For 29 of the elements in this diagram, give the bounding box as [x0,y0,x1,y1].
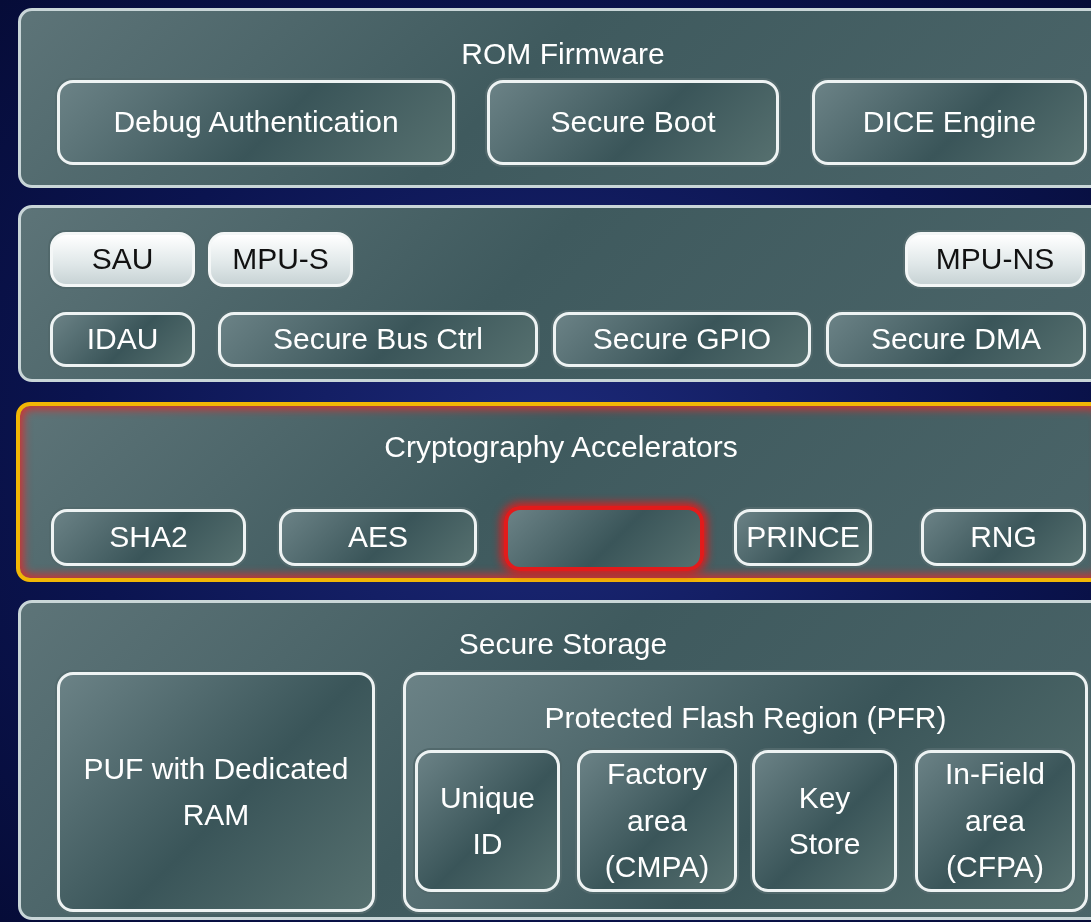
group-box [403,672,1088,912]
module-box: Factory area (CMPA) [577,750,737,892]
module-box: MPU-S [208,232,353,287]
section-panel [18,205,1091,382]
section-panel [18,600,1091,920]
module-box: In-Field area (CFPA) [915,750,1075,892]
module-box: Secure Bus Ctrl [218,312,538,367]
module-box [504,506,704,571]
section-heading: ROM Firmware [460,36,666,72]
module-box: Key Store [752,750,897,892]
section-panel [18,8,1091,188]
module-box: Secure GPIO [553,312,811,367]
section-heading: Cryptography Accelerators [383,429,739,465]
section-heading: Protected Flash Region (PFR) [543,700,948,736]
module-box: Secure Boot [487,80,779,165]
module-box: RNG [921,509,1086,566]
module-box: Secure DMA [826,312,1086,367]
module-box: SHA2 [51,509,246,566]
module-box: AES [279,509,477,566]
section-heading: Secure Storage [457,626,669,662]
module-box: Unique ID [415,750,560,892]
module-box: DICE Engine [812,80,1087,165]
module-box: IDAU [50,312,195,367]
module-box: MPU-NS [905,232,1085,287]
section-panel [16,402,1091,582]
module-box: PUF with Dedicated RAM [57,672,375,912]
module-box: SAU [50,232,195,287]
module-box: PRINCE [734,509,872,566]
module-box: Debug Authentication [57,80,455,165]
